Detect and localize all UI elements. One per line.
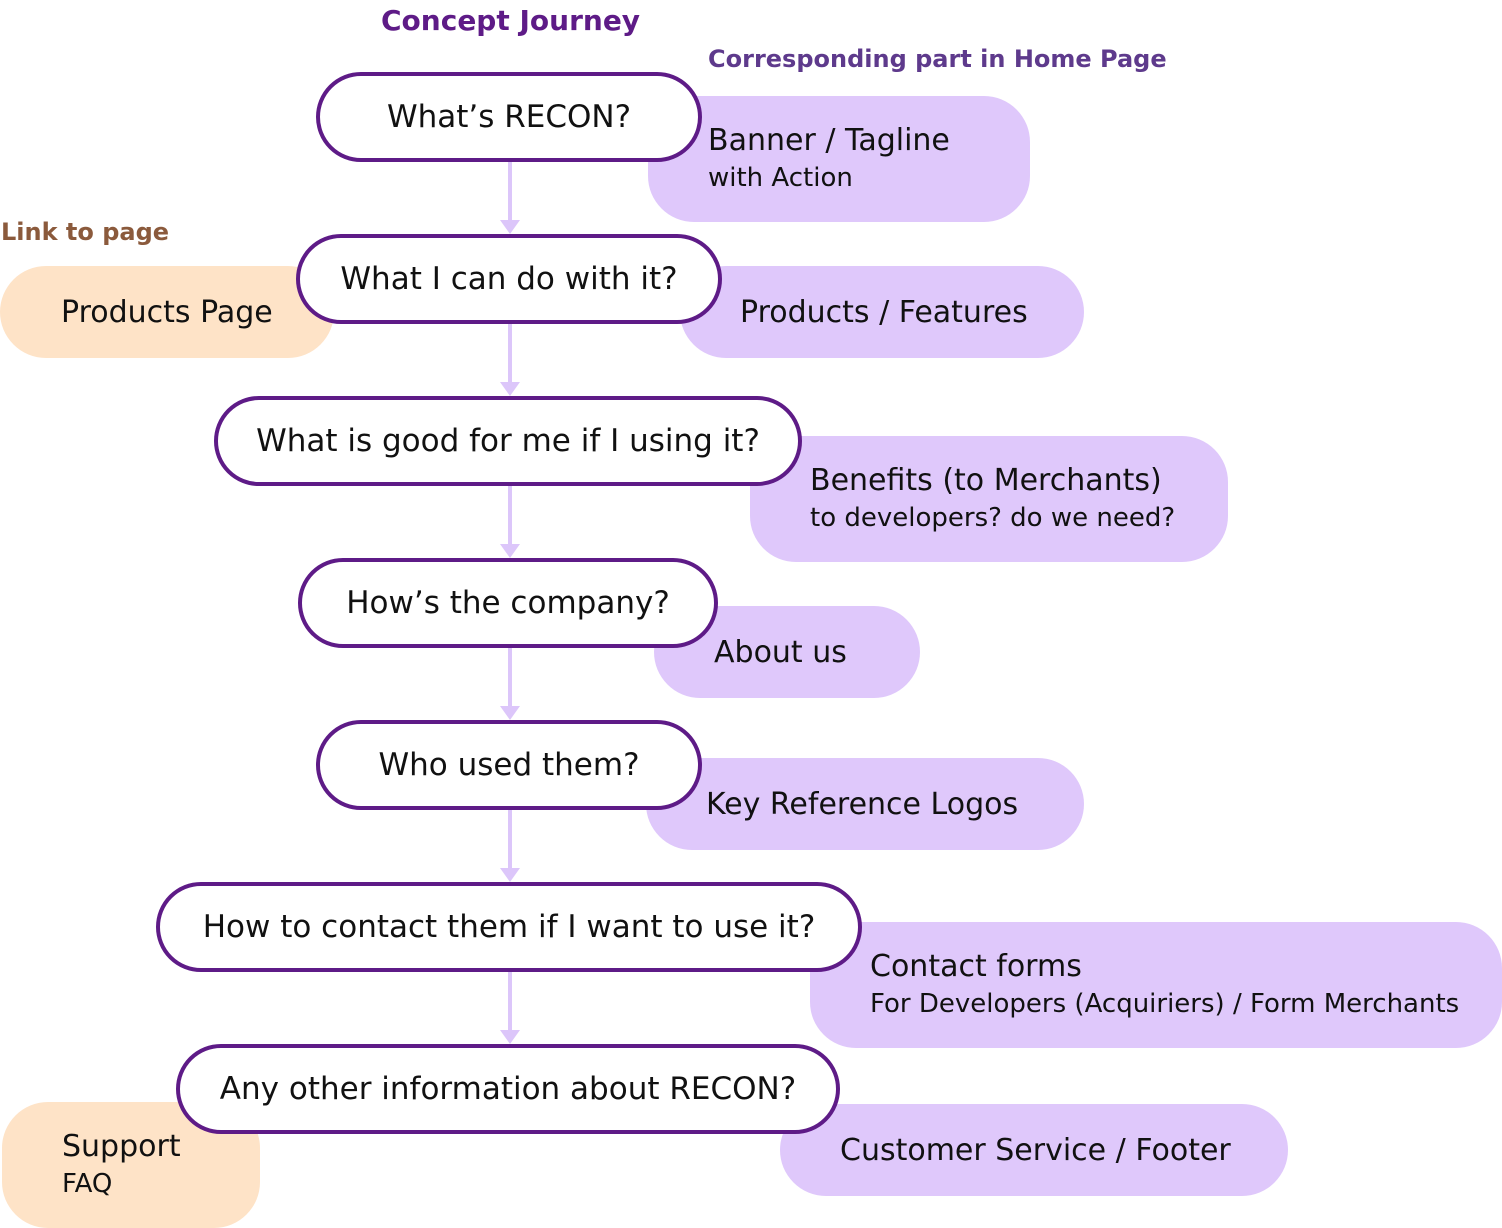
home-part-products-features: Products / Features	[680, 266, 1084, 358]
connector-arrow	[500, 544, 520, 558]
connector-arrow	[500, 868, 520, 882]
link-column-heading: Link to page	[1, 218, 170, 246]
home-part-banner-tagline: Banner / Tagline with Action	[648, 96, 1030, 222]
link-label: Support	[62, 1129, 181, 1165]
home-page-column-heading: Corresponding part in Home Page	[708, 45, 1167, 73]
step-other-information: Any other information about RECON?	[176, 1044, 840, 1134]
connector-line	[508, 322, 512, 384]
connector-line	[508, 484, 512, 546]
home-part-reference-logos: Key Reference Logos	[646, 758, 1084, 850]
home-part-label: Banner / Tagline	[708, 123, 950, 159]
step-hows-company: How’s the company?	[298, 558, 718, 648]
home-part-label: About us	[714, 634, 847, 670]
home-part-label: Customer Service / Footer	[840, 1132, 1231, 1168]
step-whats-recon: What’s RECON?	[316, 72, 702, 162]
connector-line	[508, 160, 512, 222]
connector-arrow	[500, 706, 520, 720]
link-sublabel: FAQ	[62, 1169, 113, 1200]
link-label: Products Page	[61, 294, 273, 330]
home-part-sublabel: to developers? do we need?	[810, 503, 1176, 534]
home-part-label: Contact forms	[870, 949, 1082, 985]
connector-line	[508, 646, 512, 708]
link-support-faq: Support FAQ	[2, 1102, 260, 1228]
home-part-customer-service: Customer Service / Footer	[780, 1104, 1288, 1196]
home-part-sublabel: For Developers (Acquiriers) / Form Merch…	[870, 989, 1460, 1020]
connector-line	[508, 808, 512, 870]
home-part-benefits: Benefits (to Merchants) to developers? d…	[750, 436, 1228, 562]
step-how-to-contact: How to contact them if I want to use it?	[156, 882, 862, 972]
home-part-label: Products / Features	[740, 294, 1028, 330]
connector-arrow	[500, 220, 520, 234]
home-part-label: Benefits (to Merchants)	[810, 463, 1162, 499]
diagram-title: Concept Journey	[381, 4, 641, 37]
step-what-is-good: What is good for me if I using it?	[214, 396, 802, 486]
link-products-page: Products Page	[0, 266, 334, 358]
home-part-about-us: About us	[654, 606, 920, 698]
home-part-label: Key Reference Logos	[706, 786, 1019, 822]
step-what-can-i-do: What I can do with it?	[296, 234, 722, 324]
step-who-used: Who used them?	[316, 720, 702, 810]
connector-line	[508, 970, 512, 1032]
connector-arrow	[500, 1030, 520, 1044]
home-part-sublabel: with Action	[708, 163, 853, 194]
connector-arrow	[500, 382, 520, 396]
home-part-contact-forms: Contact forms For Developers (Acquiriers…	[810, 922, 1502, 1048]
